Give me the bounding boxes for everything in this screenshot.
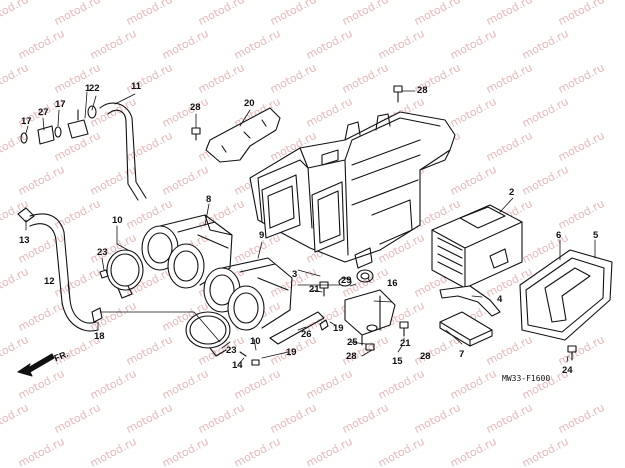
part-label: 16 [387, 278, 398, 289]
air-cleaner-cover [519, 249, 613, 341]
part-label: 3 [292, 269, 298, 280]
part-label: 18 [94, 331, 105, 342]
tube-26 [269, 311, 325, 345]
part-label: 23 [97, 247, 108, 258]
part-label: 23 [226, 345, 237, 356]
clip-13 [17, 207, 35, 223]
part-label: 14 [232, 360, 243, 371]
hose-band-lower [185, 311, 231, 349]
part-label: 20 [244, 98, 255, 109]
part-label: 21 [309, 284, 320, 295]
bracket-20 [205, 107, 281, 163]
leader-lines [25, 90, 596, 366]
part-label: 17 [55, 99, 66, 110]
drain-hose-12 [29, 213, 97, 324]
pipe-fittings [20, 105, 97, 145]
part-label: 5 [593, 230, 599, 241]
part-label: 19 [286, 347, 297, 358]
part-label: 1 [85, 83, 91, 94]
part-label: 7 [459, 349, 465, 360]
part-label: 8 [206, 194, 212, 205]
part-label: 12 [44, 276, 55, 287]
part-label: 28 [420, 351, 431, 362]
part-label: 6 [556, 230, 562, 241]
part-label: 19 [333, 323, 344, 334]
part-label: 27 [38, 107, 49, 118]
part-label: 26 [301, 329, 312, 340]
part-label: 17 [21, 116, 32, 127]
part-label: 29 [341, 275, 352, 286]
air-filter-element [431, 204, 523, 289]
clip-18 [91, 307, 103, 323]
part-label: 13 [19, 235, 30, 246]
air-cleaner-housing [249, 111, 456, 269]
part-label: 10 [250, 336, 261, 347]
part-label: 25 [347, 337, 358, 348]
band-strip [439, 285, 501, 317]
hose-band-upper [106, 249, 144, 291]
part-label: 22 [89, 83, 100, 94]
intake-boot-rear [203, 257, 293, 331]
diagram-code: MW33-F1600 [502, 374, 551, 383]
front-arrow-icon [17, 353, 55, 377]
part-label: 24 [562, 365, 573, 376]
part-label: 15 [392, 356, 403, 367]
breather-hose-11 [99, 102, 147, 199]
drain-case-15 [344, 289, 396, 336]
seal-plate [439, 311, 493, 341]
part-label: 9 [259, 230, 265, 241]
part-label: 28 [190, 102, 201, 113]
part-label: 28 [417, 85, 428, 96]
part-label: 21 [400, 338, 411, 349]
part-label: 10 [112, 215, 123, 226]
intake-boot-front [141, 214, 233, 289]
part-label: 4 [497, 294, 503, 305]
part-label: 11 [131, 81, 142, 92]
part-label: 2 [509, 187, 515, 198]
part-label: 28 [346, 351, 357, 362]
